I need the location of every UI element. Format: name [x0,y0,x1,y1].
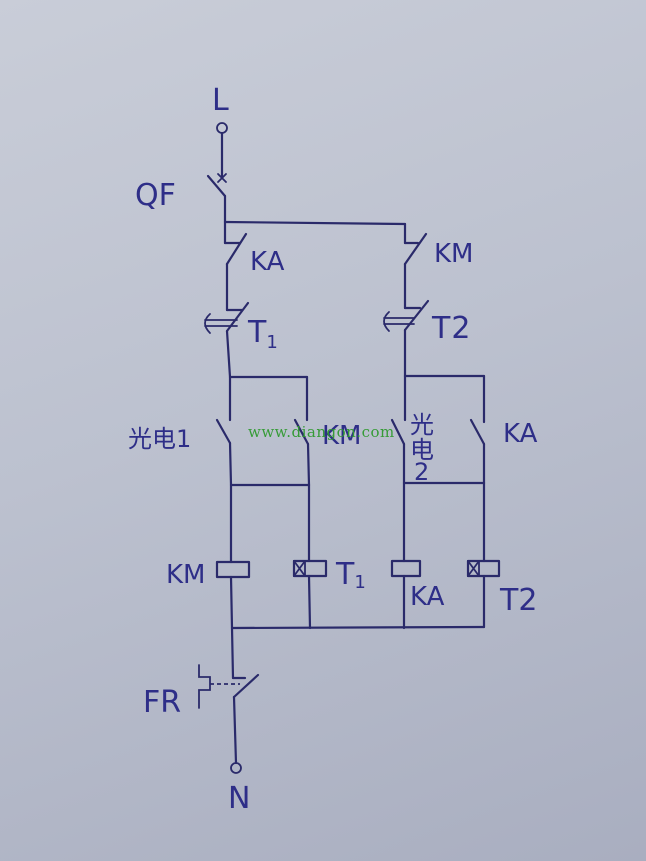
delay-cross-icon [467,560,480,577]
nc-contact-km: KM [403,222,473,310]
nc-contact-km-label: KM [434,239,473,269]
delay-arrow-icon [383,311,415,332]
wire [225,329,232,379]
coil-km-body [215,560,251,579]
coil-ka-label: KA [410,582,445,612]
timer-contact-t2: T2 [383,299,470,378]
coil-km: KM [166,483,251,630]
wire [230,626,235,680]
coil-ka-body [390,559,422,578]
overload-fr: FR [143,626,260,765]
delay-cross-icon [293,560,306,577]
timer-contact-t1: T1 [204,301,278,379]
wire [229,575,234,630]
photo1-label: 光电1 [128,425,191,453]
coil-ka: KA [390,481,445,630]
bottom-bus [230,625,486,630]
delay-box [467,560,480,577]
photo2-label-line2: 电 [410,436,434,464]
breaker-label: QF [135,178,176,213]
delay-arrow-icon [204,313,238,334]
timer-contact-t2-label: T2 [431,311,470,346]
coil-t2: T2 [466,481,537,629]
overload-label: FR [143,685,181,720]
wire [306,442,311,487]
photo2-label-line3: 2 [414,458,429,486]
ka-hold-switch-blade [469,418,486,446]
coil-km-label: KM [166,560,205,590]
right-parallel-block: 光 电 2 KA [390,374,538,486]
watermark: www.diangon.com [248,423,395,441]
breaker-cross-icon [217,173,227,183]
km-hold-label: KM [322,421,361,451]
neutral-terminal-circle [230,762,242,774]
photo2-switch-blade [390,418,406,446]
contact-blade [232,673,260,699]
neutral-terminal: N [228,762,250,816]
line-label: L [212,83,229,118]
breaker-blade [206,174,227,198]
timer-contact-t1-label: T1 [247,315,278,353]
line-terminal: L [212,83,229,180]
coil-t2-label: T2 [499,583,537,618]
photo1-switch-blade [215,418,232,445]
wire [232,695,238,765]
left-parallel-block: 光电1 KM [128,375,361,487]
coil-t1-label: T1 [335,557,366,593]
nc-contact-ka-label: KA [250,247,285,277]
coil-t1: T1 [292,483,366,630]
contact-blade [403,232,428,266]
line-terminal-circle [216,122,228,134]
contact-blade [403,299,430,332]
top-bus [223,220,407,226]
km-hold-switch-blade [293,418,310,446]
contact-blade [225,232,248,266]
delay-box [293,560,306,577]
ka-hold-label: KA [503,419,538,449]
breaker-qf: QF [135,173,227,224]
photo2-label-line1: 光 [410,411,434,439]
nc-contact-ka: KA [223,220,285,312]
wire [307,574,312,630]
thermal-element-icon [198,664,211,709]
wire [228,441,233,487]
neutral-label: N [228,781,250,816]
